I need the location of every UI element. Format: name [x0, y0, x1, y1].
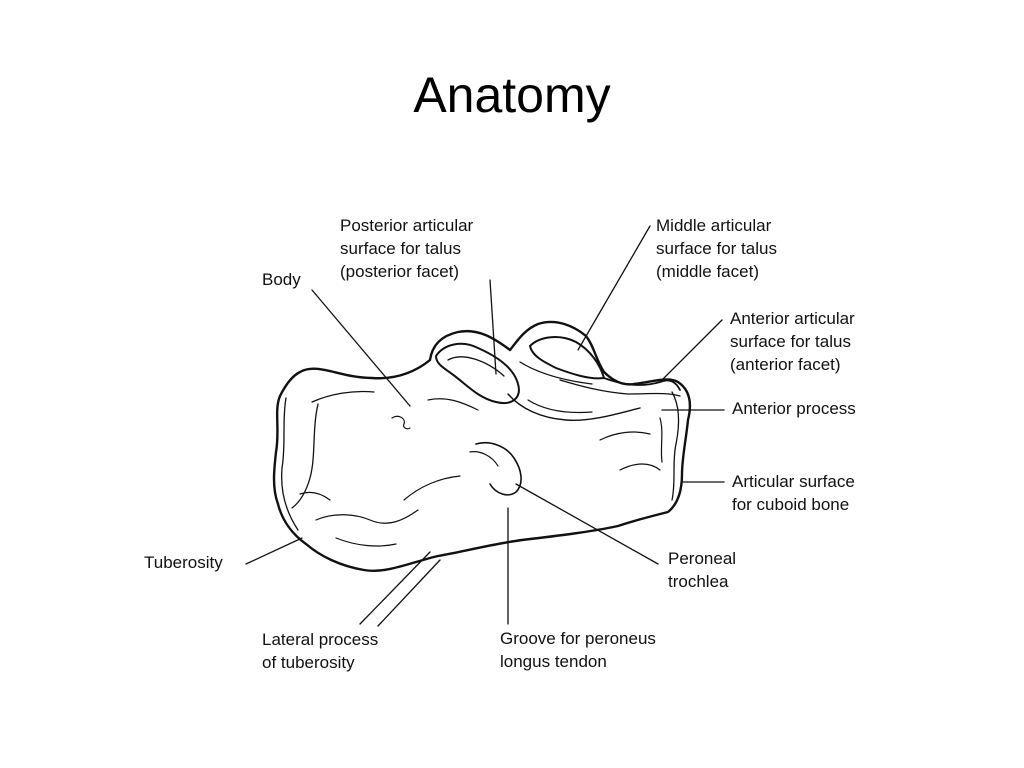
label-lateral-process-tuberosity: Lateral process of tuberosity	[262, 630, 379, 672]
slide-title: Anatomy	[413, 67, 611, 123]
leader-middle-facet	[577, 225, 651, 351]
label-articular-surface-cuboid: Articular surface for cuboid bone	[732, 472, 855, 514]
body-contour-4	[299, 491, 331, 501]
leader-lines	[245, 225, 725, 627]
anterior-facet-rim	[559, 379, 681, 397]
label-body: Body	[262, 270, 301, 289]
leader-tuberosity	[245, 537, 303, 565]
peroneal-trochlea-inner	[469, 451, 499, 467]
leader-lateral-process-2	[377, 559, 441, 627]
middle-facet-rim	[519, 361, 593, 385]
sustentaculum-ridge	[507, 393, 641, 422]
label-tuberosity: Tuberosity	[144, 553, 223, 572]
sustentaculum-ridge-2	[527, 399, 593, 414]
body-contour-2	[291, 403, 319, 509]
label-groove-peroneus-longus: Groove for peroneus longus tendon	[500, 629, 656, 671]
label-posterior-articular-surface: Posterior articular surface for talus (p…	[340, 216, 474, 281]
body-contour-1	[311, 390, 375, 403]
peroneal-trochlea	[475, 442, 522, 496]
leader-anterior-facet	[659, 319, 723, 383]
anterior-contour-2	[619, 463, 661, 471]
anterior-contour-3	[659, 417, 663, 463]
leader-posterior-facet	[489, 279, 497, 375]
label-anterior-articular-surface: Anterior articular surface for talus (an…	[730, 309, 855, 374]
body-contour-6	[335, 537, 397, 547]
posterior-facet-shade	[447, 356, 505, 377]
body-contour-7	[403, 475, 461, 501]
body-contour-8	[427, 398, 479, 411]
posterior-facet	[435, 342, 520, 404]
body-contour-5	[315, 509, 419, 524]
label-middle-articular-surface: Middle articular surface for talus (midd…	[656, 216, 777, 281]
bone-outline-inner-2	[671, 391, 680, 501]
label-anterior-process: Anterior process	[732, 399, 856, 418]
bone-outline	[272, 320, 692, 572]
leader-peroneal-trochlea	[515, 483, 659, 565]
anterior-contour-1	[599, 431, 651, 441]
bone-outline-inner	[280, 397, 299, 531]
leader-body	[311, 289, 411, 407]
leader-lateral-process-1	[359, 551, 431, 625]
body-contour-3	[391, 415, 411, 430]
label-peroneal-trochlea: Peroneal trochlea	[668, 549, 737, 591]
